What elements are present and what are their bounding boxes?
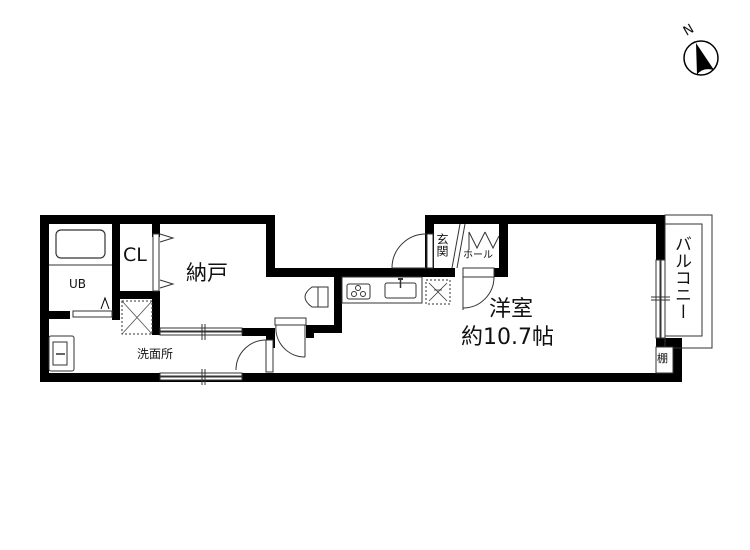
refrigerator-space-icon <box>425 279 451 305</box>
washing-machine-space-icon <box>121 300 153 335</box>
room-size-western-room: 約10.7帖 <box>461 325 554 350</box>
wall-hall-right <box>499 215 508 275</box>
toilet-icon <box>304 286 329 308</box>
stove-icon <box>346 283 371 300</box>
bathtub-icon <box>55 229 106 259</box>
wall-washroom-right-bottom <box>266 328 275 348</box>
wall-shelf-right <box>673 338 682 382</box>
wall-entrance-bottom <box>425 268 455 277</box>
wall-bath-bottom <box>40 311 70 319</box>
washbasin-icon <box>48 335 75 372</box>
wall-corridor-top <box>266 268 434 277</box>
wall-closet-bottom <box>112 291 156 299</box>
room-label-balcony: バルコニー <box>671 235 691 320</box>
room-label-washroom: 洗面所 <box>137 347 174 361</box>
room-label-hall: ホール <box>463 250 493 261</box>
north-arrow-icon <box>683 40 719 76</box>
wall-toilet-bottom <box>310 325 342 333</box>
wall-right-lower <box>656 338 681 347</box>
wall-storage-bottom-right <box>242 328 275 336</box>
wall-storage-left-lower <box>152 291 160 335</box>
wall-left-outer <box>40 215 49 382</box>
room-label-entrance: 玄関 <box>435 233 449 257</box>
wall-closet-right <box>152 215 160 237</box>
room-label-storage: 納戸 <box>186 261 228 285</box>
wall-bath-right <box>112 215 120 320</box>
wall-toilet-right <box>334 275 342 333</box>
wall-main-top <box>425 215 665 224</box>
room-label-unit-bath: UB <box>69 277 87 291</box>
room-label-shelf: 棚 <box>657 352 668 365</box>
wall-storage-right <box>266 215 275 275</box>
wall-bottom-outer <box>40 373 682 382</box>
kitchen-sink-icon <box>384 278 417 299</box>
wall-wash-bottom-right <box>242 373 275 382</box>
wall-toilet-stub <box>306 325 314 338</box>
wall-right-upper <box>656 215 665 260</box>
room-label-closet: CL <box>123 244 147 266</box>
room-label-western-room: 洋室 <box>489 297 534 322</box>
wall-hall-bottom <box>494 268 508 277</box>
